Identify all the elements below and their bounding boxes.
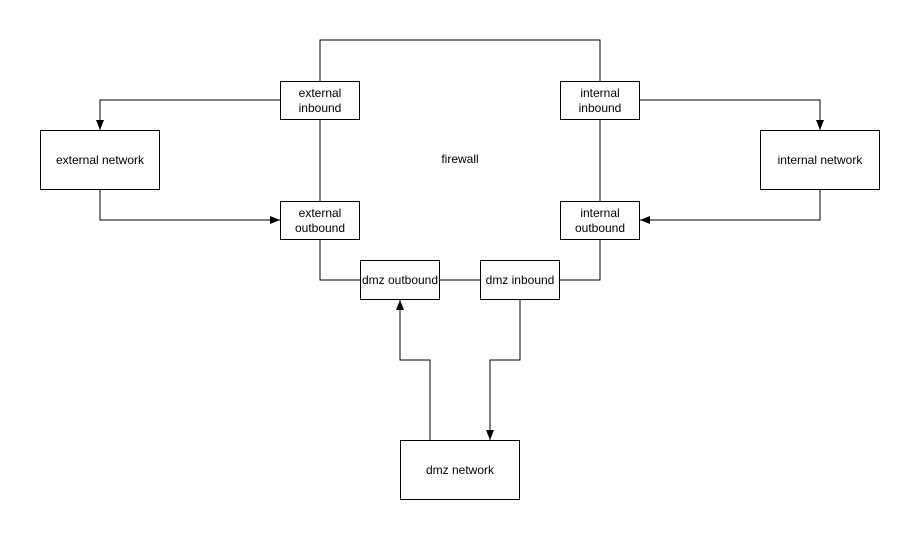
edge-dmz-inbound-to-internal-outbound bbox=[560, 240, 601, 281]
edge-internal-inbound-to-internal-network bbox=[640, 99, 824, 130]
node-label-dmz-outbound: dmz outbound bbox=[361, 272, 439, 287]
edge-external-network-to-external-outbound bbox=[99, 190, 280, 224]
firewall-label: firewall bbox=[441, 152, 479, 166]
node-external-inbound: external inbound bbox=[280, 81, 360, 120]
node-internal-inbound: internal inbound bbox=[560, 81, 640, 120]
node-external-outbound: external outbound bbox=[280, 201, 360, 240]
node-dmz-network: dmz network bbox=[400, 440, 520, 500]
edge-dmz-network-to-dmz-outbound bbox=[396, 300, 431, 440]
node-label-dmz-inbound: dmz inbound bbox=[485, 272, 555, 287]
node-label-external-inbound: external inbound bbox=[298, 85, 342, 115]
node-label-internal-outbound: internal outbound bbox=[574, 205, 626, 235]
node-internal-outbound: internal outbound bbox=[560, 201, 640, 240]
edge-external-outbound-to-dmz-outbound bbox=[319, 240, 360, 281]
node-internal-network: internal network bbox=[760, 130, 880, 190]
node-label-external-network: external network bbox=[55, 152, 145, 167]
node-label-dmz-network: dmz network bbox=[425, 462, 495, 477]
node-dmz-inbound: dmz inbound bbox=[480, 260, 560, 300]
node-external-network: external network bbox=[40, 130, 160, 190]
edge-dmz-inbound-to-dmz-network bbox=[486, 300, 521, 440]
edge-external-inbound-top-to-internal-inbound-top bbox=[319, 39, 601, 81]
node-dmz-outbound: dmz outbound bbox=[360, 260, 440, 300]
edge-internal-network-to-internal-outbound bbox=[640, 190, 821, 224]
node-label-internal-inbound: internal inbound bbox=[578, 85, 622, 115]
edge-external-inbound-to-external-network bbox=[96, 99, 280, 130]
node-label-external-outbound: external outbound bbox=[294, 205, 346, 235]
node-label-internal-network: internal network bbox=[777, 152, 863, 167]
